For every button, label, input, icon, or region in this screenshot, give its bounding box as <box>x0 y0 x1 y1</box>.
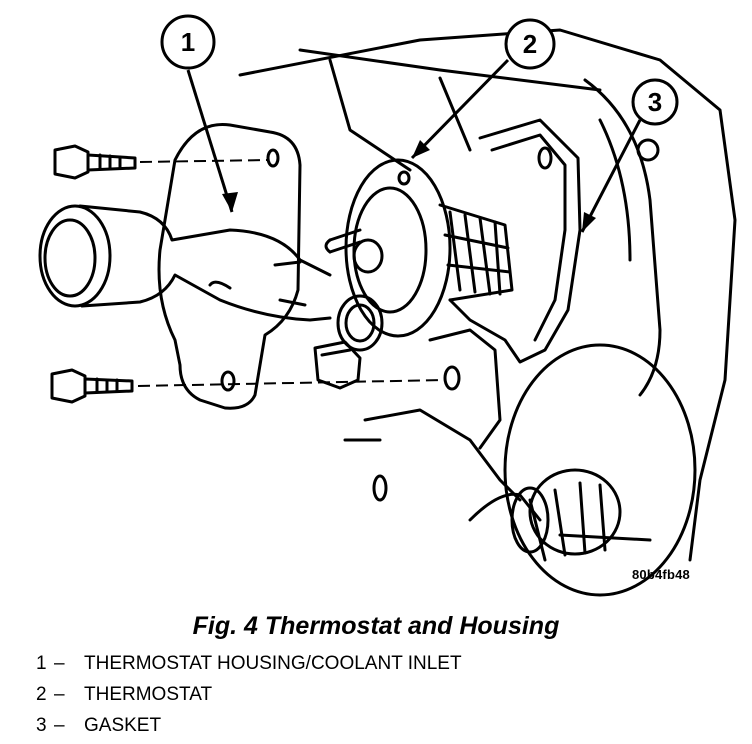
callout-2-leader <box>410 58 510 160</box>
legend-item: 2–THERMOSTAT <box>36 682 462 713</box>
legend-item: 3–GASKET <box>36 713 462 744</box>
legend-number: 2 <box>36 684 47 705</box>
legend-item: 1–THERMOSTAT HOUSING/COOLANT INLET <box>36 651 462 682</box>
callout-1-arrowhead <box>222 192 238 212</box>
pulley <box>503 343 697 597</box>
gasket <box>448 118 582 364</box>
upper-bolt-alignment-line <box>139 159 269 163</box>
legend-dash: – <box>54 653 65 674</box>
legend-number: 3 <box>36 715 47 736</box>
engine-mounting-pad <box>313 328 502 450</box>
legend-label: GASKET <box>84 715 162 736</box>
legend-label: THERMOSTAT HOUSING/COOLANT INLET <box>84 653 462 674</box>
callout-1: 1 <box>160 14 216 70</box>
lower-bolt-alignment-line <box>137 379 446 387</box>
callout-2-number: 2 <box>523 29 537 59</box>
callout-1-leader <box>186 69 234 213</box>
legend-dash: – <box>54 684 65 705</box>
thermostat-housing <box>38 122 384 410</box>
callout-3-arrowhead <box>582 212 596 232</box>
lower-bolt <box>50 368 134 404</box>
legend-dash: – <box>54 715 65 736</box>
callout-3-number: 3 <box>648 87 662 117</box>
figure-caption: Fig. 4 Thermostat and Housing <box>192 612 560 640</box>
upper-bolt <box>53 144 137 180</box>
callout-2-arrowhead <box>412 140 430 158</box>
legend-label: THERMOSTAT <box>84 684 213 705</box>
callout-1-number: 1 <box>181 27 195 57</box>
callout-2: 2 <box>504 18 556 70</box>
legend-number: 1 <box>36 653 47 674</box>
callout-3-leader <box>580 119 642 233</box>
legend: 1–THERMOSTAT HOUSING/COOLANT INLET 2–THE… <box>36 651 462 744</box>
callout-3: 3 <box>631 78 679 126</box>
thermostat <box>324 158 514 338</box>
image-code: 80b4fb48 <box>632 567 690 582</box>
engine-block-outline <box>238 28 737 562</box>
exploded-view-illustration: 1 2 3 <box>38 14 737 597</box>
